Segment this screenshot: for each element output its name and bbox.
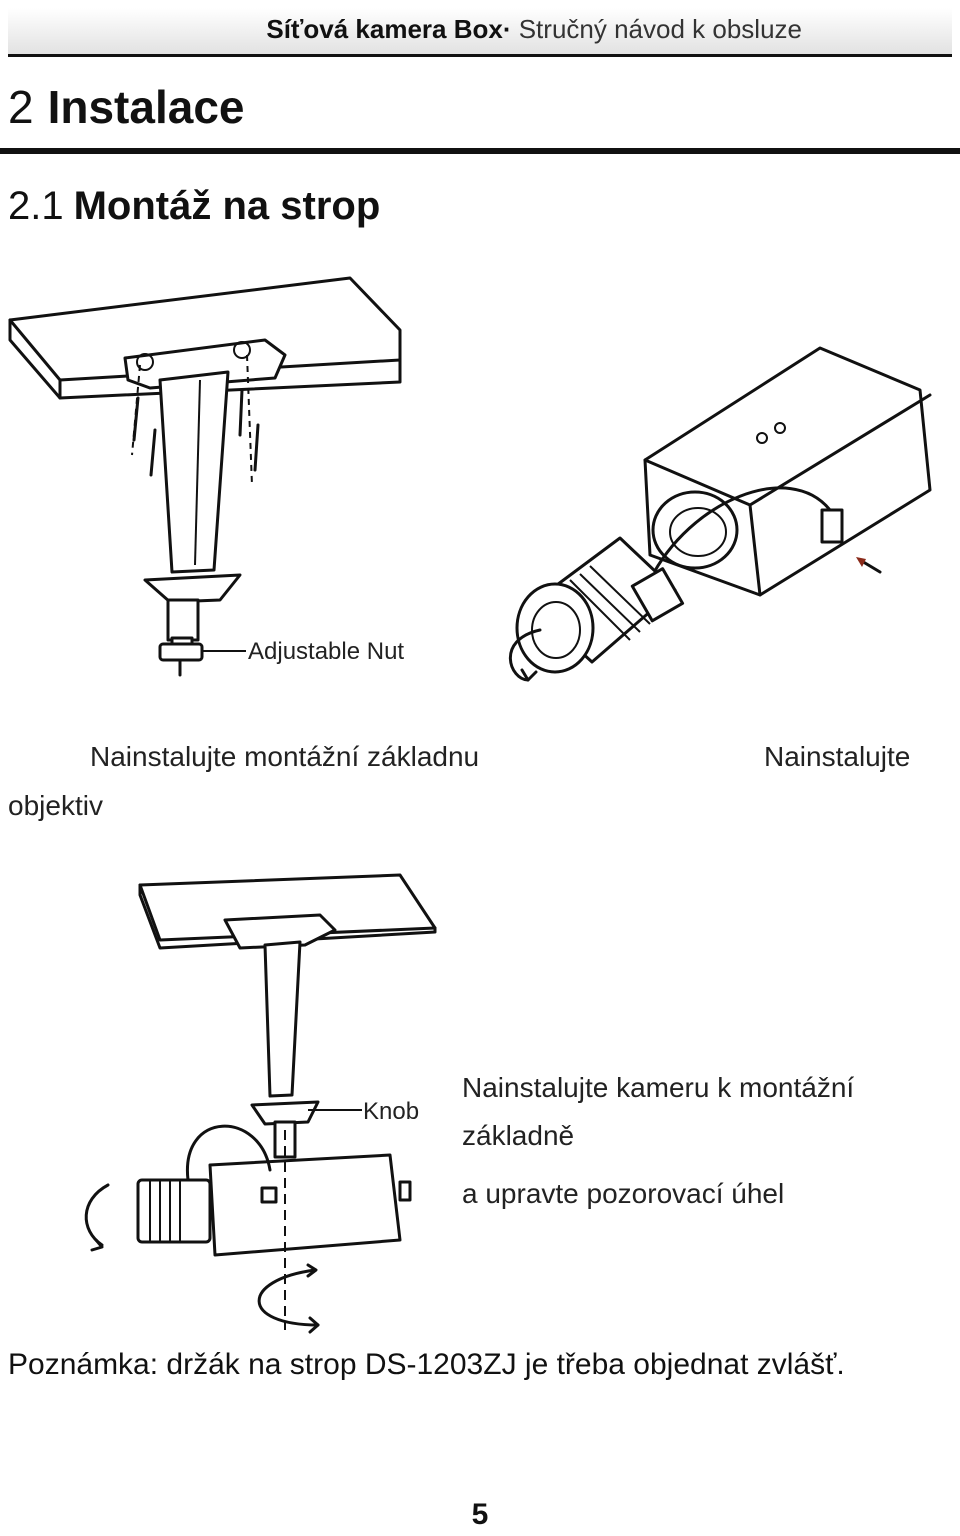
section-number: 2 [8,81,34,133]
camera-mount-illustration [84,873,437,1334]
page-number: 5 [471,1498,489,1531]
adjustable-nut-label: Adjustable Nut [248,638,405,665]
lens-ring-icon [569,565,651,641]
caption-install-camera-line1: Nainstalujte kameru k montážní [462,1072,855,1103]
subsection-title: Montáž na strop [73,184,381,228]
note-text: Poznámka: držák na strop DS-1203ZJ je tř… [8,1348,845,1381]
caption-adjust-angle: a upravte pozorovací úhel [462,1178,785,1209]
header-product: Síťová kamera Box· [266,14,512,44]
caption-install-base: Nainstalujte montážní základnu [90,741,480,772]
screw-icons [131,354,260,486]
caption-install-lens-wrap: objektiv [8,790,103,821]
tilt-arrow-icon [84,1183,110,1247]
rotate-arrow-icon [508,628,542,682]
mount-base-illustration [8,276,402,677]
running-header: Síťová kamera Box· Stručný návod k obslu… [0,14,952,45]
adjustable-nut-icon [158,642,204,662]
header-bar [8,8,952,57]
lens-install-illustration [508,346,932,682]
header-guide: Stručný návod k obsluze [518,14,802,44]
caption-install-camera-line2: základně [462,1120,575,1151]
section-rule [0,148,960,154]
caption-install-lens: Nainstalujte [764,741,911,772]
knob-icon [260,1186,278,1204]
section-title: Instalace [47,81,245,133]
pan-arrow-icon [257,1268,320,1327]
lens-knurl-icon [149,1180,181,1242]
subsection-number: 2.1 [8,184,64,228]
knob-label: Knob [363,1098,420,1125]
